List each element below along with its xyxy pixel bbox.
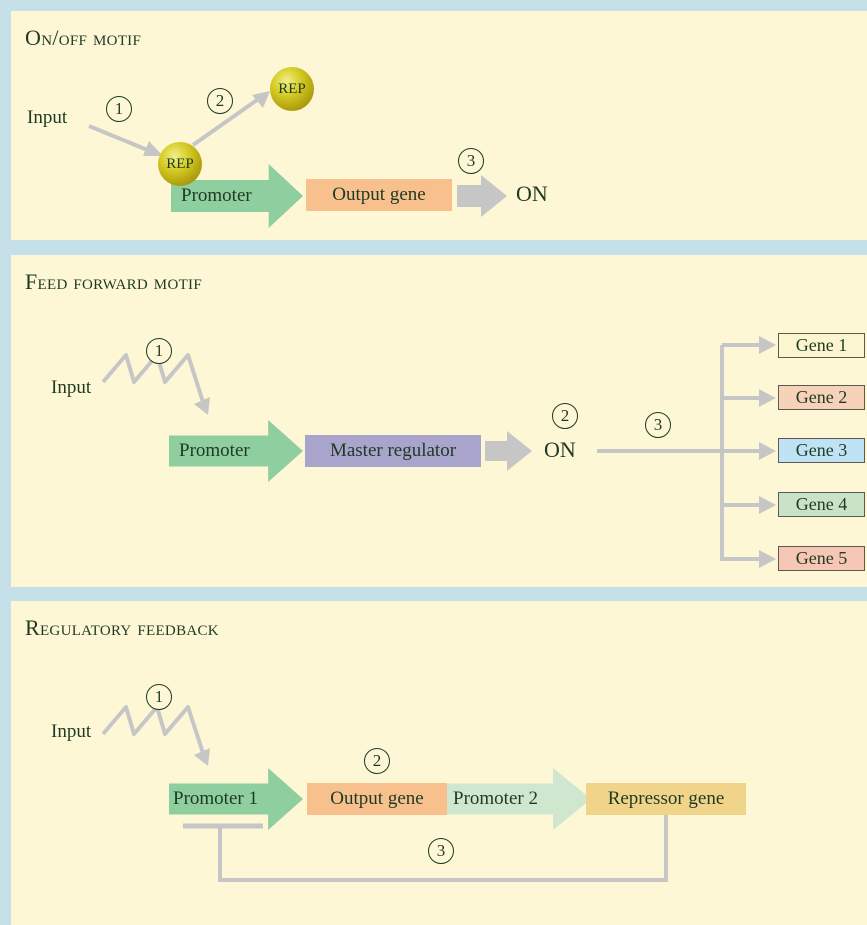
step-1-marker: 1 [146, 684, 172, 710]
on-state-label: ON [544, 437, 576, 462]
repressor-gene-box: Repressor gene [586, 783, 746, 815]
gene-4-arrowhead [759, 496, 776, 514]
gene-2-label: Gene 2 [795, 387, 848, 407]
output-gene-label: Output gene [330, 788, 424, 809]
gene-3-arrowhead [759, 442, 776, 460]
rep-released-protein: REP [270, 67, 314, 111]
onoff-motif-title: On/off motif [25, 25, 142, 50]
input-label: Input [51, 721, 92, 742]
input-label: Input [27, 107, 68, 128]
regulatory-feedback-title: Regulatory feedback [25, 615, 219, 640]
gene-1-box: Gene 1 [778, 333, 865, 358]
repressor-gene-label: Repressor gene [607, 788, 725, 809]
input-signal-arrowhead [194, 397, 210, 415]
release-arrow-line [191, 98, 259, 147]
output-to-on-arrow [457, 175, 507, 217]
step-2-marker: 2 [207, 88, 233, 114]
gene-3-label: Gene 3 [795, 440, 848, 460]
feedback-loop-line [218, 812, 668, 882]
gene-1-arrowhead [759, 336, 776, 354]
gene-3-box: Gene 3 [778, 438, 865, 463]
step-3-marker: 3 [458, 148, 484, 174]
gene-branch-arrows [722, 336, 776, 568]
input-arrow-line [88, 124, 151, 153]
feedforward-motif-title: Feed forward motif [25, 269, 202, 294]
onoff-motif-panel: On/off motif Input 1 2 3 REP Promoter RE… [11, 11, 867, 240]
regulator-to-on-arrow [485, 431, 532, 471]
feedforward-motif-panel: Feed forward motif Input 1 2 3 Promoter … [11, 255, 867, 587]
step-1-marker: 1 [146, 338, 172, 364]
step-2-marker: 2 [552, 403, 578, 429]
gene-1-label: Gene 1 [795, 335, 848, 355]
step-2-marker: 2 [364, 748, 390, 774]
output-gene-box: Output gene [307, 783, 447, 815]
promoter-label: Promoter [179, 440, 250, 461]
input-label: Input [51, 377, 92, 398]
promoter-label: Promoter [181, 185, 252, 206]
on-state-label: ON [516, 181, 548, 206]
feedforward-connectors [101, 336, 776, 568]
step-3-marker: 3 [428, 838, 454, 864]
rep-released-label: REP [278, 80, 306, 97]
gene-5-label: Gene 5 [795, 548, 848, 568]
rep-bound-protein: REP [158, 142, 202, 186]
promoter-2-label: Promoter 2 [453, 788, 538, 809]
gene-4-box: Gene 4 [778, 492, 865, 517]
onoff-connectors [88, 91, 507, 217]
input-signal-zigzag [101, 705, 205, 754]
input-signal-arrowhead [194, 748, 210, 766]
master-regulator-box: Master regulator [305, 435, 481, 467]
gene-2-arrowhead [759, 389, 776, 407]
step-3-marker: 3 [645, 412, 671, 438]
master-regulator-label: Master regulator [329, 440, 457, 461]
input-arrowhead [143, 141, 163, 156]
gene-4-label: Gene 4 [795, 494, 848, 514]
output-gene-label: Output gene [332, 184, 426, 205]
step-1-marker: 1 [106, 96, 132, 122]
release-arrowhead [252, 91, 270, 108]
gene-5-box: Gene 5 [778, 546, 865, 571]
gene-5-arrowhead [759, 550, 776, 568]
feedback-connectors [101, 705, 668, 882]
output-gene-box: Output gene [306, 179, 452, 211]
gene-2-box: Gene 2 [778, 385, 865, 410]
rep-bound-label: REP [166, 155, 194, 172]
regulatory-feedback-panel: Regulatory feedback Input 1 2 3 Promoter… [11, 601, 867, 925]
promoter-1-label: Promoter 1 [173, 788, 258, 809]
